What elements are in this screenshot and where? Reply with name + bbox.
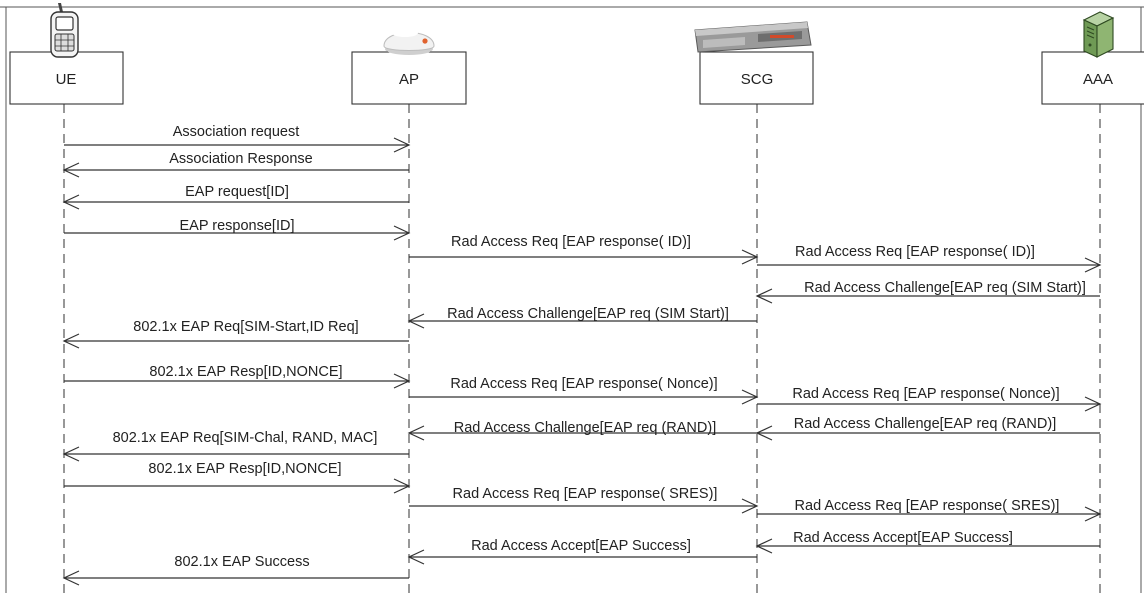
message-eap-success-label: 802.1x EAP Success <box>174 554 309 570</box>
participant-ue-box <box>9 51 124 105</box>
message-scg-to-aaa-rad-access-req-id-label: Rad Access Req [EAP response( ID)] <box>795 244 1035 260</box>
message-ap-to-scg-rad-access-req-nonce: Rad Access Req [EAP response( Nonce)] <box>409 376 759 405</box>
message-eap-request-id: EAP request[ID] <box>62 184 409 210</box>
participant-scg: SCG <box>699 51 814 105</box>
message-scg-to-ap-challenge-sim-start: Rad Access Challenge[EAP req (SIM Start)… <box>407 306 757 329</box>
lifelines <box>63 104 1101 593</box>
message-ap-to-scg-rad-access-req-sres-label: Rad Access Req [EAP response( SRES)] <box>453 486 718 502</box>
message-scg-to-ap-accept: Rad Access Accept[EAP Success] <box>407 538 757 565</box>
messages: Association request Association Response… <box>62 124 1102 586</box>
mobile-phone-icon <box>50 3 79 58</box>
message-scg-to-aaa-rad-access-req-nonce: Rad Access Req [EAP response( Nonce)] <box>757 386 1102 412</box>
participant-ap: AP <box>351 51 467 105</box>
message-association-response-label: Association Response <box>169 151 312 167</box>
message-aaa-to-scg-accept: Rad Access Accept[EAP Success] <box>755 530 1100 554</box>
message-ap-to-scg-rad-access-req-id-label: Rad Access Req [EAP response( ID)] <box>451 234 691 250</box>
participant-ue: UE <box>9 51 124 105</box>
participant-scg-label: SCG <box>741 71 774 88</box>
message-scg-to-aaa-rad-access-req-id: Rad Access Req [EAP response( ID)] <box>757 244 1102 273</box>
participant-ue-label: UE <box>56 71 77 88</box>
message-eap-response-id: EAP response[ID] <box>64 218 411 241</box>
message-aaa-to-scg-challenge-sim-start: Rad Access Challenge[EAP req (SIM Start)… <box>755 280 1100 304</box>
message-scg-to-ap-challenge-sim-start-label: Rad Access Challenge[EAP req (SIM Start)… <box>447 306 729 322</box>
message-eap-resp-nonce-2: 802.1x EAP Resp[ID,NONCE] <box>64 461 411 494</box>
message-association-request: Association request <box>64 124 411 153</box>
message-eap-response-id-label: EAP response[ID] <box>180 218 295 234</box>
message-eap-success: 802.1x EAP Success <box>62 554 409 586</box>
message-eap-resp-nonce-1-label: 802.1x EAP Resp[ID,NONCE] <box>149 364 342 380</box>
message-scg-to-aaa-rad-access-req-sres: Rad Access Req [EAP response( SRES)] <box>757 498 1102 522</box>
message-eap-resp-nonce-2-label: 802.1x EAP Resp[ID,NONCE] <box>148 461 341 477</box>
server-icon <box>1082 11 1115 58</box>
participant-scg-box <box>699 51 814 105</box>
message-association-request-label: Association request <box>173 124 300 140</box>
message-scg-to-aaa-rad-access-req-sres-label: Rad Access Req [EAP response( SRES)] <box>795 498 1060 514</box>
message-aaa-to-scg-accept-label: Rad Access Accept[EAP Success] <box>793 530 1013 546</box>
participant-ap-box <box>351 51 467 105</box>
message-aaa-to-scg-challenge-rand-label: Rad Access Challenge[EAP req (RAND)] <box>794 416 1056 432</box>
message-aaa-to-scg-challenge-rand: Rad Access Challenge[EAP req (RAND)] <box>755 416 1100 441</box>
message-eap-req-sim-start: 802.1x EAP Req[SIM-Start,ID Req] <box>62 319 409 349</box>
message-scg-to-ap-accept-label: Rad Access Accept[EAP Success] <box>471 538 691 554</box>
gateway-appliance-icon <box>694 21 812 53</box>
message-ap-to-scg-rad-access-req-id: Rad Access Req [EAP response( ID)] <box>409 234 759 265</box>
message-eap-req-sim-chal-label: 802.1x EAP Req[SIM-Chal, RAND, MAC] <box>113 430 378 446</box>
participant-aaa-label: AAA <box>1083 71 1113 88</box>
participant-ap-label: AP <box>399 71 419 88</box>
message-scg-to-ap-challenge-rand: Rad Access Challenge[EAP req (RAND)] <box>407 420 757 441</box>
message-eap-req-sim-start-label: 802.1x EAP Req[SIM-Start,ID Req] <box>133 319 358 335</box>
message-ap-to-scg-rad-access-req-nonce-label: Rad Access Req [EAP response( Nonce)] <box>450 376 717 392</box>
message-eap-resp-nonce-1: 802.1x EAP Resp[ID,NONCE] <box>64 364 411 389</box>
participant-aaa: AAA <box>1041 51 1144 105</box>
message-scg-to-aaa-rad-access-req-nonce-label: Rad Access Req [EAP response( Nonce)] <box>792 386 1059 402</box>
message-eap-req-sim-chal: 802.1x EAP Req[SIM-Chal, RAND, MAC] <box>62 430 409 462</box>
participant-aaa-box <box>1041 51 1144 105</box>
message-ap-to-scg-rad-access-req-sres: Rad Access Req [EAP response( SRES)] <box>409 486 759 514</box>
message-scg-to-ap-challenge-rand-label: Rad Access Challenge[EAP req (RAND)] <box>454 420 716 436</box>
message-aaa-to-scg-challenge-sim-start-label: Rad Access Challenge[EAP req (SIM Start)… <box>804 280 1086 296</box>
message-association-response: Association Response <box>62 151 409 178</box>
message-eap-request-id-label: EAP request[ID] <box>185 184 289 200</box>
access-point-icon <box>383 29 435 55</box>
